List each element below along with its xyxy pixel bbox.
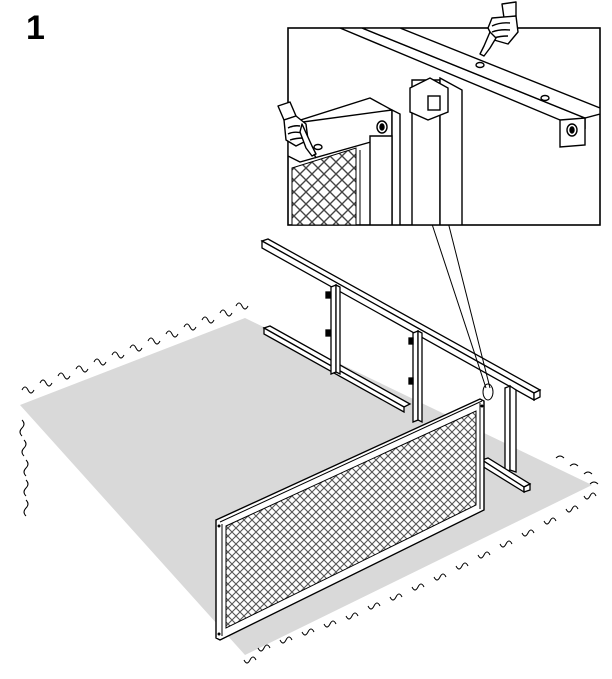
detail-panel-top: [288, 97, 401, 225]
rug-fringe-bottom-left: [19, 419, 29, 517]
bottom-rail-right: [480, 457, 532, 494]
upright-left: [325, 283, 341, 376]
detail-rail: [339, 28, 600, 148]
rug-fringe-bottom-right: [243, 492, 597, 664]
front-panel: [215, 398, 485, 641]
pointing-hand-icon: [277, 101, 317, 159]
rug-fringe-top-left: [21, 302, 249, 394]
detail-callout: [287, 27, 601, 226]
callout-lines: [429, 217, 494, 401]
upright-middle: [408, 329, 423, 424]
step-number: 1: [26, 9, 45, 47]
upright-right: [504, 384, 517, 473]
rug-fringe-top-right: [555, 455, 599, 485]
detail-post: [409, 76, 463, 225]
top-rail: [260, 238, 542, 402]
pointing-hand-icon: [479, 1, 519, 57]
detail-mesh: [291, 147, 357, 225]
